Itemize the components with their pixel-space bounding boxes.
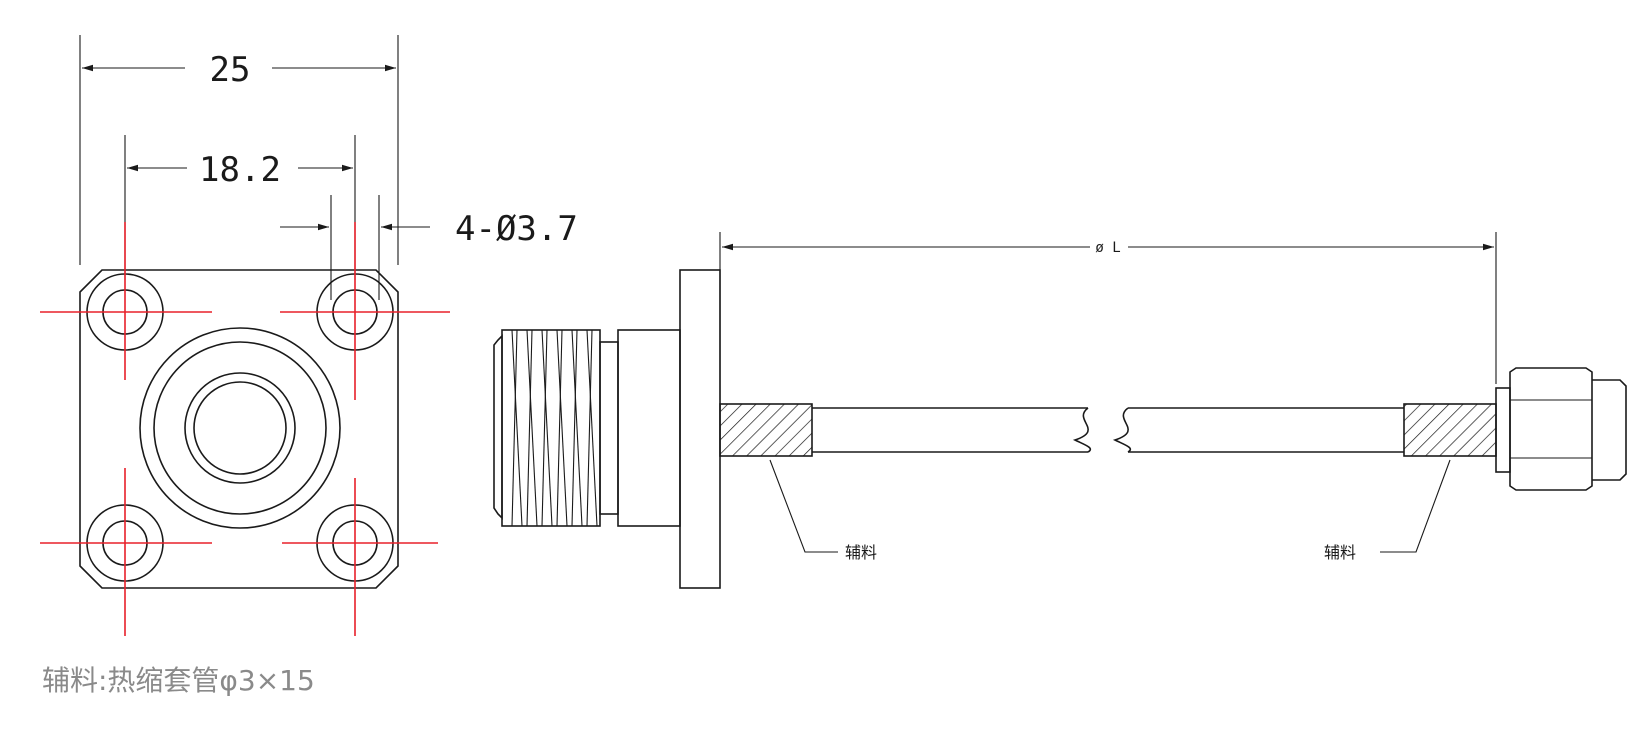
material-note: 辅料:热缩套管φ3×15 xyxy=(42,664,315,697)
left-callout-label: 辅料 xyxy=(845,543,877,562)
hole-diameter-label: 4-Ø3.7 xyxy=(455,209,578,249)
right-callout-label: 辅料 xyxy=(1324,543,1356,562)
width-dimension-label: 25 xyxy=(210,50,251,90)
thread-lines xyxy=(511,329,598,527)
length-dimension-label: ø L xyxy=(1095,240,1120,256)
side-view: ø L 辅料 辅料 xyxy=(493,232,1627,589)
front-view: 25 18.2 4-Ø3.7 xyxy=(40,35,578,636)
hole-spacing-dimension-label: 18.2 xyxy=(199,150,281,190)
